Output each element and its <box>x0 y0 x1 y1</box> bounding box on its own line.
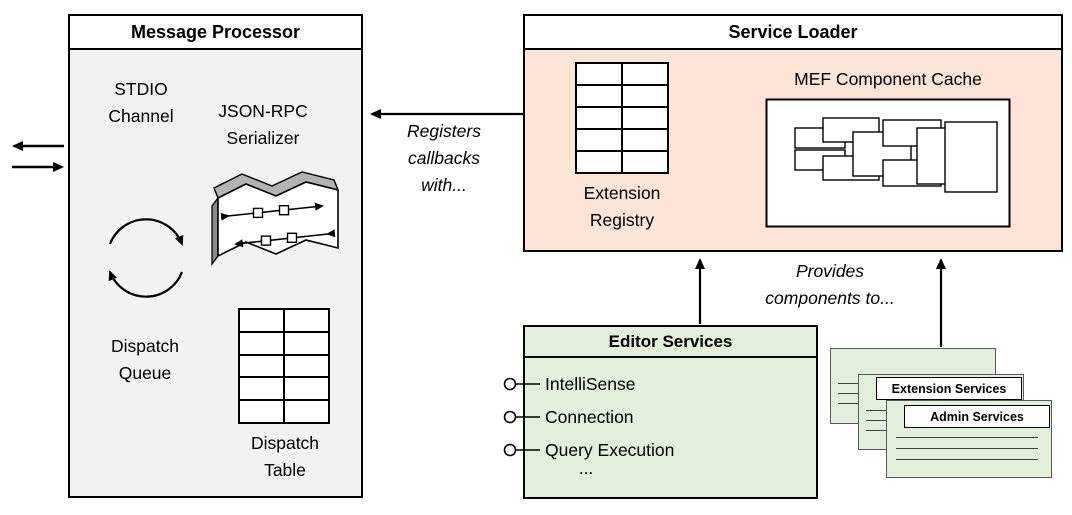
dispatch-table-icon <box>238 308 330 424</box>
dispatch-queue-icon <box>108 218 184 298</box>
card-line <box>866 410 896 411</box>
service-loader-title: Service Loader <box>525 16 1061 50</box>
provides-components-annotation: Provides components to... <box>765 261 895 308</box>
extension-registry-icon <box>575 62 669 174</box>
registers-callbacks-annotation: Registers callbacks with... <box>407 121 481 195</box>
editor-services-ellipsis: ... <box>578 458 594 478</box>
extension-registry-label: Extension Registry <box>583 183 661 230</box>
editor-services-box: Editor Services <box>523 325 818 499</box>
extension-services-label: Extension Services <box>876 377 1022 400</box>
mef-component-cache-label: MEF Component Cache <box>794 69 982 89</box>
editor-service-item-connection: Connection <box>545 407 634 427</box>
jsonrpc-serializer-icon <box>211 171 340 266</box>
card-line <box>896 437 1038 438</box>
interface-connector-icon <box>503 410 517 424</box>
interface-connector-icon <box>503 443 517 457</box>
card-line <box>838 403 872 404</box>
card-line <box>838 393 872 394</box>
stdio-arrows <box>12 141 64 172</box>
mef-components-group <box>794 117 998 193</box>
mef-component-cache-icon <box>765 98 1011 228</box>
stdio-channel-label: STDIO Channel <box>108 79 174 126</box>
editor-services-title: Editor Services <box>525 327 816 358</box>
card-line <box>866 430 896 431</box>
interface-connector-icon <box>503 377 517 391</box>
editor-service-item-query-execution: Query Execution <box>545 440 675 460</box>
card-line <box>838 383 872 384</box>
message-processor-title: Message Processor <box>70 16 361 50</box>
jsonrpc-serializer-label: JSON-RPC Serializer <box>218 101 308 148</box>
dispatch-queue-label: Dispatch Queue <box>110 336 180 383</box>
card-line <box>896 448 1038 449</box>
card-line <box>896 459 1038 460</box>
admin-services-label: Admin Services <box>904 405 1050 428</box>
card-line <box>866 420 896 421</box>
editor-service-item-intellisense: IntelliSense <box>545 374 636 394</box>
message-processor-box: Message Processor <box>68 14 363 498</box>
dispatch-table-label: Dispatch Table <box>250 433 320 480</box>
